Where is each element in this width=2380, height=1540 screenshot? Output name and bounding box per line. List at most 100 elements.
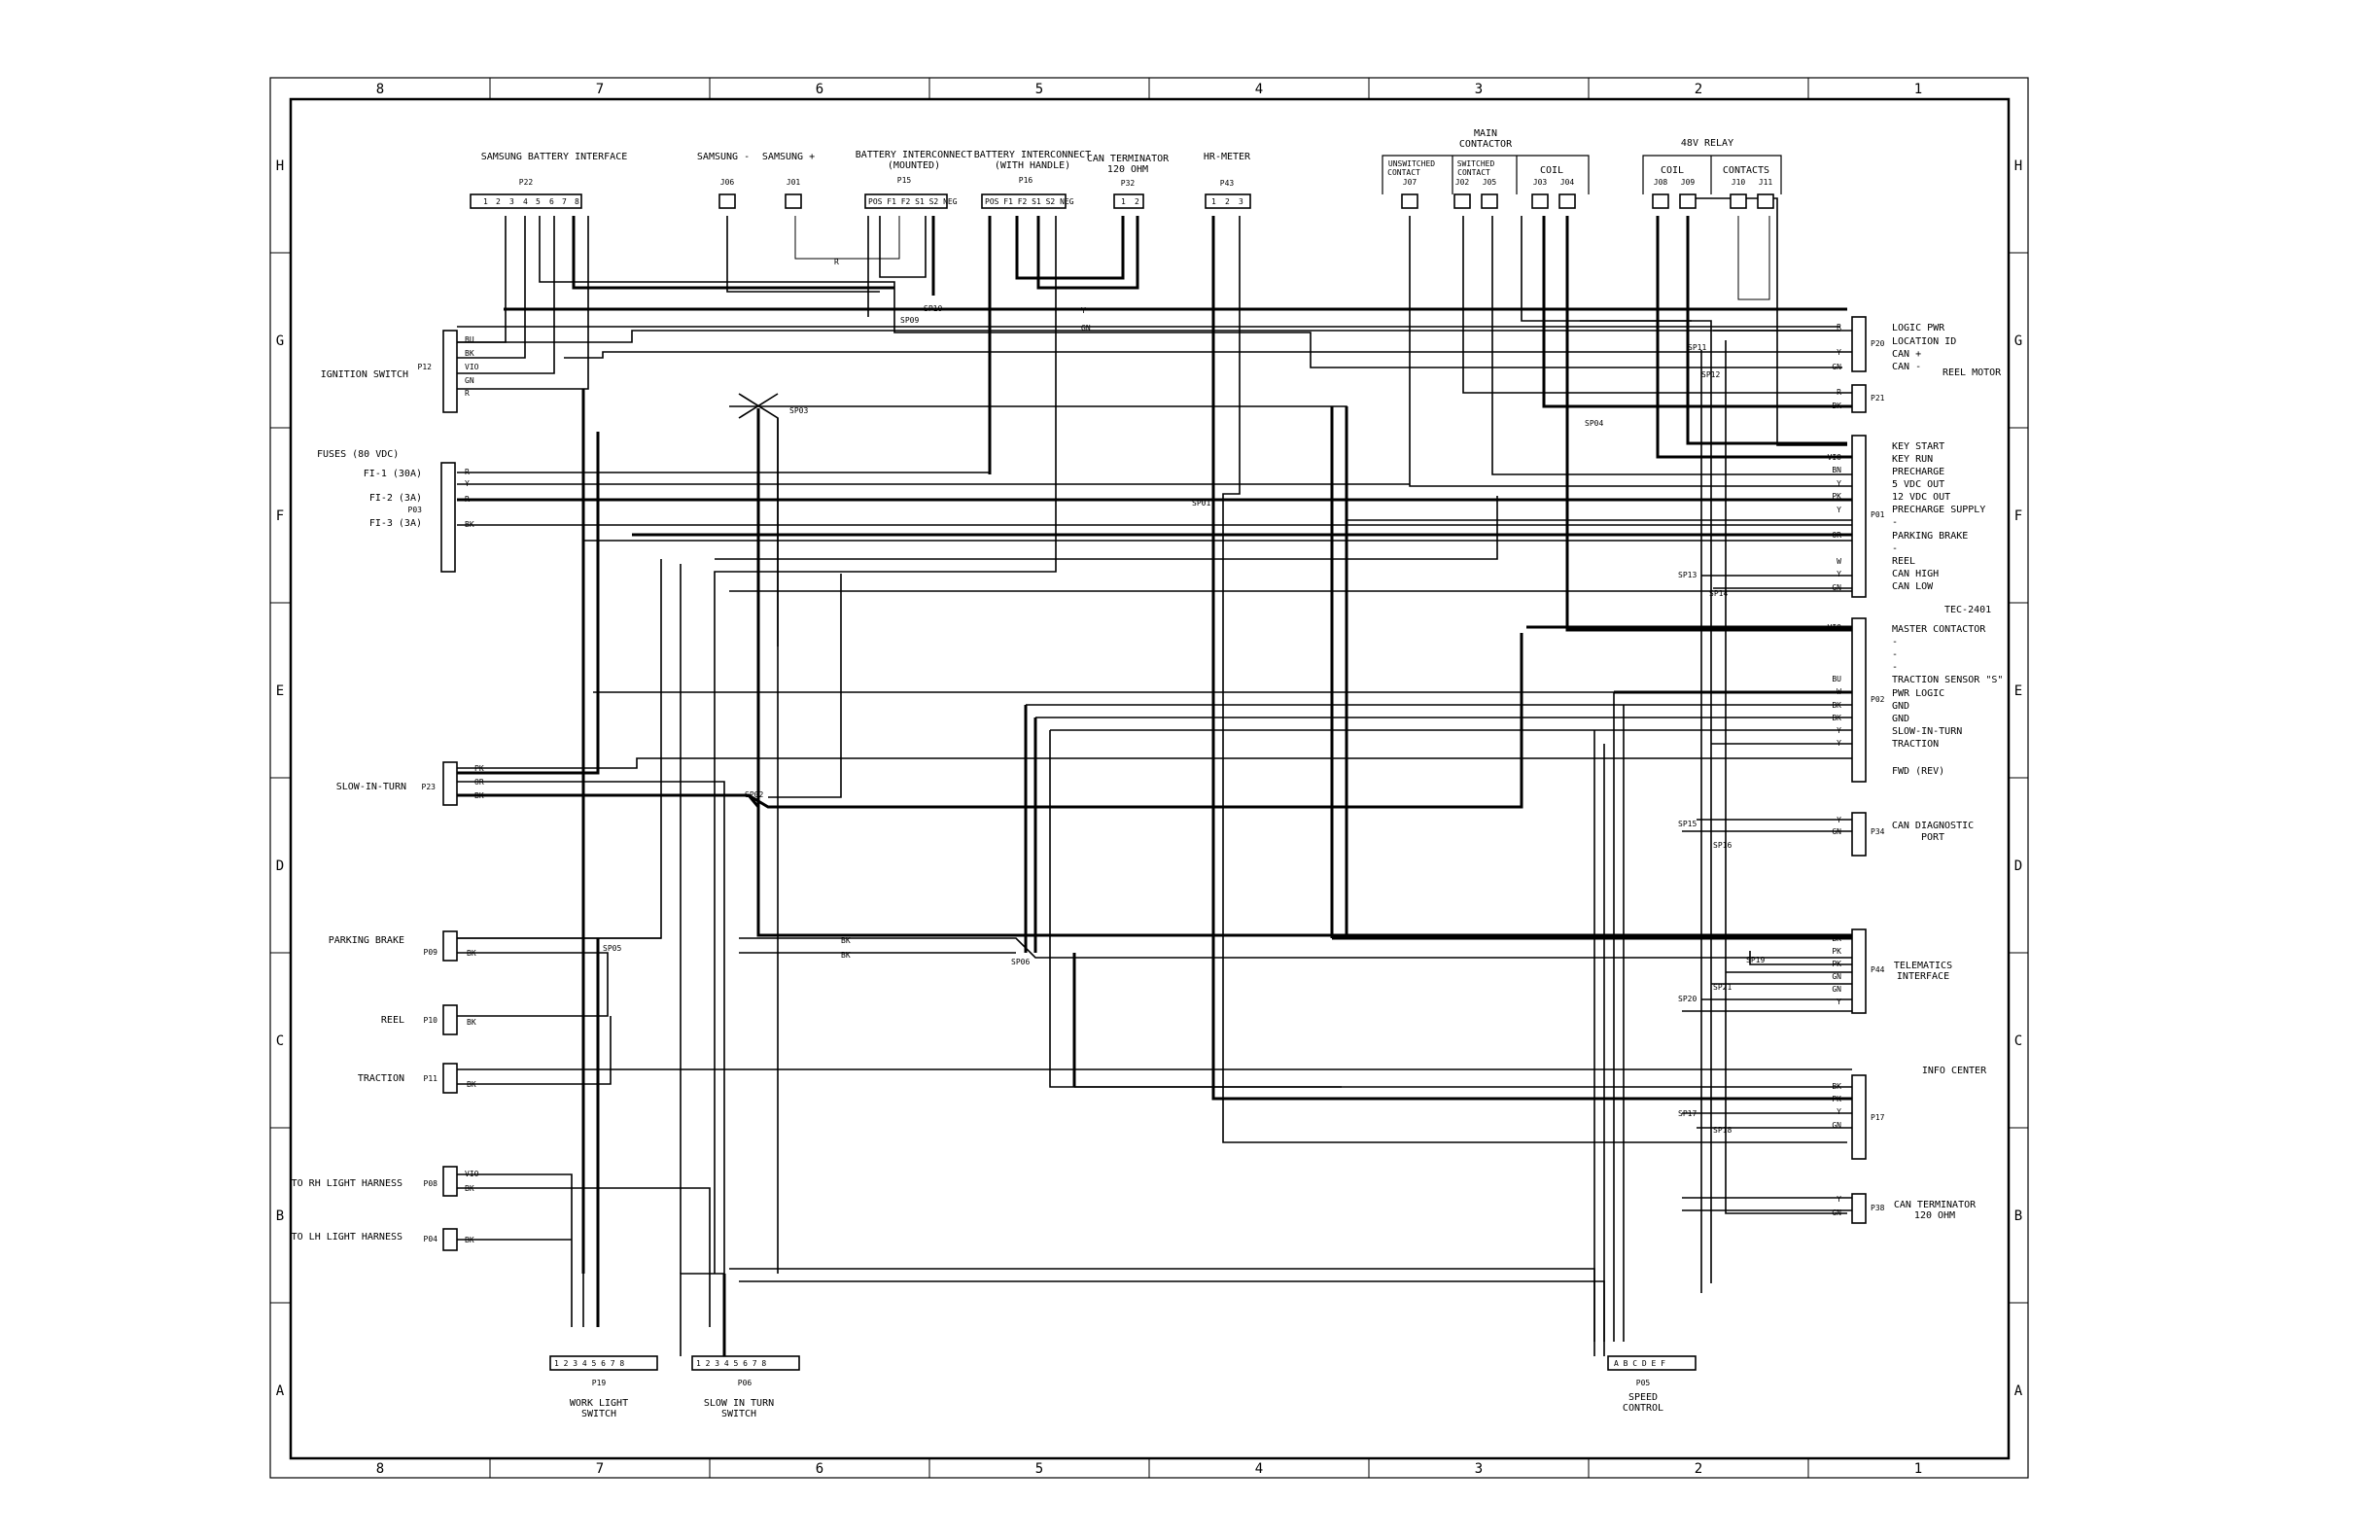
wire <box>1737 216 1770 300</box>
label-batt-handle-sub: (WITH HANDLE) <box>995 160 1070 171</box>
zone-row-e-left: E <box>276 683 284 699</box>
label-p19: P19 <box>592 1379 607 1387</box>
label-reel-motor: REEL MOTOR <box>1942 368 2002 378</box>
connector-j05 <box>1481 193 1498 209</box>
wire <box>457 216 555 374</box>
label-dash: - <box>1892 517 1898 528</box>
label-reel: REEL <box>381 1015 404 1026</box>
wire-label: BK <box>1832 934 1841 943</box>
label-fuse-2: FI-2 (3A) <box>369 493 422 504</box>
label-p06: P06 <box>738 1379 752 1387</box>
label-j06: J06 <box>720 178 735 187</box>
inner-border <box>289 97 2011 1460</box>
zone-col-5-bottom: 5 <box>1035 1461 1043 1477</box>
wire <box>1036 216 1139 290</box>
wire-label: BN <box>1832 466 1841 474</box>
wire-label: GN <box>1832 363 1841 371</box>
p19-pins: 1 2 3 4 5 6 7 8 <box>554 1359 624 1368</box>
connector-j04 <box>1558 193 1576 209</box>
wire <box>457 432 600 775</box>
p06-pins: 1 2 3 4 5 6 7 8 <box>696 1359 766 1368</box>
connector-p23 <box>442 761 458 806</box>
wire <box>572 216 894 290</box>
svg-text:7: 7 <box>562 197 567 206</box>
wire-label: VIO <box>465 363 479 371</box>
label-unswitched: UNSWITCHED <box>1388 159 1435 168</box>
label-can-minus: CAN - <box>1892 362 1921 372</box>
relay-bracket <box>1642 155 1782 194</box>
wire-label: BK <box>467 1080 476 1089</box>
connector-p17 <box>1851 1074 1867 1160</box>
label-batt-handle: BATTERY INTERCONNECT <box>974 150 1091 160</box>
zone-row-d-left: D <box>276 858 284 874</box>
wire-label: W <box>1837 557 1841 566</box>
connector-j03 <box>1531 193 1549 209</box>
label-can-term-right-sub: 120 OHM <box>1914 1210 1955 1221</box>
label-slow-in-turn: SLOW-IN-TURN <box>336 782 406 792</box>
wire-label: BK <box>1832 701 1841 710</box>
wire-label: BK <box>474 791 484 800</box>
wire <box>457 216 589 390</box>
svg-text:3: 3 <box>509 197 514 206</box>
wire <box>457 216 507 343</box>
zone-row-d-right: D <box>2014 858 2022 874</box>
connector-p15 <box>864 193 948 209</box>
label-pwr-logic: PWR LOGIC <box>1892 688 1944 699</box>
zone-row-b-left: B <box>276 1208 284 1224</box>
splice-sp18: SP18 <box>1713 1126 1732 1135</box>
wire-label: Y <box>1837 1107 1841 1116</box>
wire-label: BK <box>841 936 851 945</box>
label-precharge-supply: PRECHARGE SUPPLY <box>1892 505 1985 515</box>
wire <box>457 559 662 939</box>
label-traction-r: TRACTION <box>1892 739 1939 750</box>
connector-j10 <box>1730 193 1747 209</box>
splice-sp02: SP02 <box>745 790 763 799</box>
wire <box>564 351 1852 359</box>
label-dash: - <box>1892 649 1898 660</box>
wire-label: OR <box>1832 531 1841 540</box>
connector-j08 <box>1652 193 1669 209</box>
wire-label: BK <box>467 949 476 958</box>
label-unswitched-contact: CONTACT <box>1387 168 1420 177</box>
splice-sp11: SP11 <box>1688 343 1706 352</box>
label-location-id: LOCATION ID <box>1892 336 1956 347</box>
wire-label: BK <box>841 951 851 960</box>
label-key-start: KEY START <box>1892 441 1944 452</box>
wire-label: BK <box>465 349 474 358</box>
wire <box>1542 216 1852 408</box>
wire-label: BK <box>1832 1082 1841 1091</box>
wire <box>1491 216 1852 475</box>
connector-p32 <box>1113 193 1144 209</box>
wire-label: BK <box>1832 402 1841 410</box>
label-slow-turn-bottom: SLOW IN TURN <box>704 1398 774 1409</box>
label-dash: - <box>1892 637 1898 648</box>
label-info-center: INFO CENTER <box>1922 1066 1987 1076</box>
wire <box>794 216 900 260</box>
wire <box>1521 216 1692 322</box>
label-switched-contact: CONTACT <box>1457 168 1490 177</box>
wire <box>457 1187 711 1327</box>
wire-label: GN <box>1832 985 1841 994</box>
p05-pins: A B C D E F <box>1614 1359 1665 1368</box>
label-samsung-minus: SAMSUNG - <box>697 152 750 162</box>
zone-col-3-top: 3 <box>1475 82 1483 97</box>
zone-col-1-top: 1 <box>1914 82 1922 97</box>
connector-p44 <box>1851 928 1867 1014</box>
wire-label: R <box>834 258 839 266</box>
label-control: CONTROL <box>1623 1403 1663 1414</box>
wire-label: Y <box>1837 739 1841 748</box>
label-p10: P10 <box>424 1016 438 1025</box>
wire <box>1409 216 1852 487</box>
connector-p34 <box>1851 812 1867 857</box>
connector-p19 <box>549 1355 658 1371</box>
svg-text:4: 4 <box>523 197 528 206</box>
label-gnd: GND <box>1892 701 1909 712</box>
wire <box>680 1273 724 1356</box>
wire <box>714 216 1057 1274</box>
wire <box>457 1016 612 1085</box>
connector-p06 <box>691 1355 800 1371</box>
wire-label: Y <box>1081 306 1086 315</box>
connector-p01 <box>1851 435 1867 598</box>
wire <box>457 757 1852 769</box>
wire-label: GN <box>1832 1121 1841 1130</box>
